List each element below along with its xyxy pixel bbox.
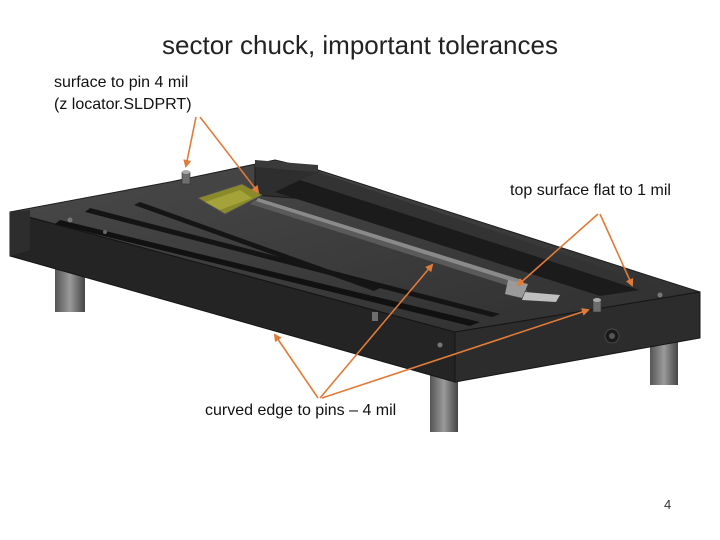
annotation-arrows: [183, 116, 634, 399]
top-surface-label: top surface flat to 1 mil: [510, 182, 671, 199]
arrow-to-pin-right: [321, 308, 590, 399]
surface-to-pin-line2: (z locator.SLDPRT): [54, 96, 192, 113]
page-number: 4: [664, 497, 672, 512]
curved-edge-label: curved edge to pins – 4 mil: [205, 402, 397, 419]
arrow-to-top-right: [599, 213, 634, 287]
surface-to-pin-line1: surface to pin 4 mil: [54, 74, 189, 91]
arrow-to-locator: [199, 116, 260, 194]
arrow-to-pin: [183, 116, 197, 168]
chuck-plate: [9, 159, 701, 383]
arrow-to-top-left: [516, 213, 599, 287]
surface-to-pin-label: surface to pin 4 mil (z locator.SLDPRT): [54, 72, 192, 116]
arrow-to-curved-edge: [319, 263, 434, 399]
arrow-to-front-edge: [273, 333, 319, 399]
slide-title: sector chuck, important tolerances: [162, 30, 558, 60]
